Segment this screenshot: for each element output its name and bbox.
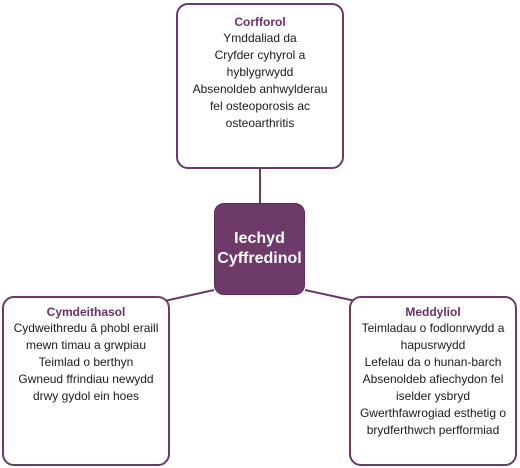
social-title: Cymdeithasol bbox=[46, 305, 126, 319]
mental-line: Lefelau da o hunan-barch bbox=[364, 355, 502, 369]
physical-line: hyblygrwydd bbox=[226, 65, 294, 79]
physical-line: Absenoldeb anhwylderau bbox=[192, 82, 328, 96]
social-line: Gwneud ffrindiau newydd bbox=[18, 372, 154, 386]
mental-line: hapusrwydd bbox=[400, 338, 466, 352]
mental-line: brydferthwch perfformiad bbox=[366, 423, 500, 437]
social-line: Teimlad o berthyn bbox=[38, 355, 134, 369]
physical-line: Ymddaliad da bbox=[223, 31, 297, 45]
social-line: mewn timau a grwpiau bbox=[25, 338, 147, 352]
mental-line: Gwerthfawrogiad esthetig o bbox=[359, 406, 507, 420]
physical-line: osteoarthritis bbox=[225, 116, 295, 130]
center-label-line-1: Iechyd bbox=[234, 230, 285, 247]
physical-health-box: Corfforol Ymddaliad da Cryfder cyhyrol a… bbox=[176, 3, 344, 169]
physical-line: fel osteoporosis ac bbox=[209, 99, 311, 113]
physical-title: Corfforol bbox=[234, 15, 286, 29]
general-health-node: Iechyd Cyffredinol bbox=[214, 203, 305, 295]
connector-left bbox=[159, 289, 215, 303]
mental-line: Absenoldeb afiechydon fel bbox=[362, 372, 504, 386]
mental-health-box: Meddyliol Teimladau o fodlonrwydd a hapu… bbox=[349, 296, 517, 466]
social-line: Cydweithredu â phobl eraill bbox=[13, 321, 159, 335]
social-health-box: Cymdeithasol Cydweithredu â phobl eraill… bbox=[2, 296, 170, 466]
social-line: drwy gydol ein hoes bbox=[32, 389, 140, 403]
mental-line: iselder ysbryd bbox=[395, 389, 471, 403]
physical-line: Cryfder cyhyrol a bbox=[214, 48, 306, 62]
center-label-line-2: Cyffredinol bbox=[217, 250, 302, 267]
mental-title: Meddyliol bbox=[405, 305, 461, 319]
mental-line: Teimladau o fodlonrwydd a bbox=[361, 321, 505, 335]
